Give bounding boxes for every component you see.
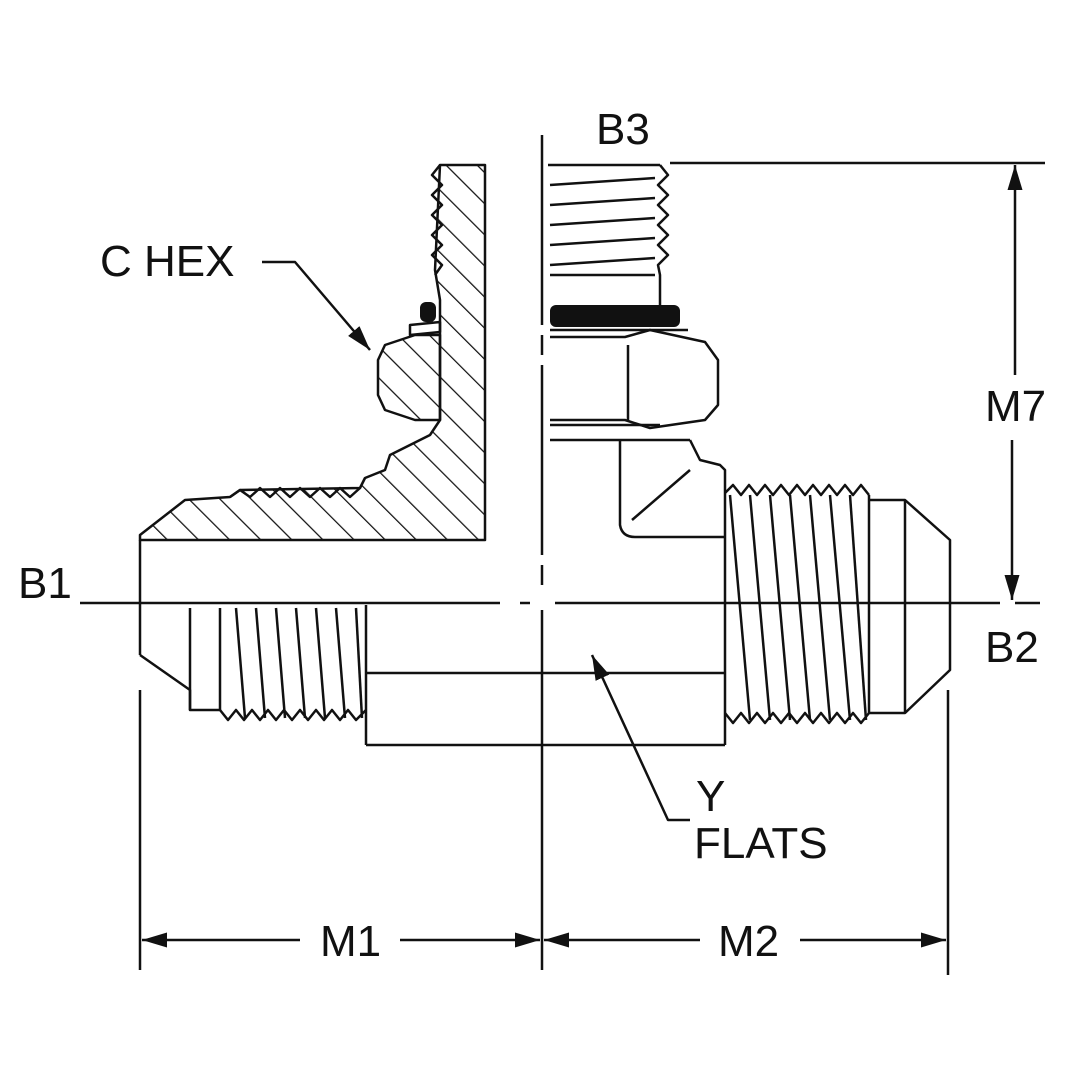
- label-c-hex: C HEX: [100, 237, 235, 286]
- center-body-flats: [364, 545, 727, 747]
- right-branch-exterior: [548, 163, 727, 545]
- label-b3: B3: [596, 105, 650, 154]
- label-y: Y: [696, 772, 726, 821]
- right-thread: [724, 483, 952, 725]
- label-b2: B2: [985, 623, 1039, 672]
- label-m2: M2: [718, 917, 780, 966]
- label-b1: B1: [18, 559, 72, 608]
- label-m7: M7: [985, 382, 1047, 431]
- y-flats-leader: [590, 654, 690, 822]
- label-m1: M1: [320, 917, 382, 966]
- left-thread: [218, 607, 367, 722]
- left-flare: [139, 653, 220, 712]
- left-section-body: [138, 163, 487, 542]
- label-flats: FLATS: [694, 819, 828, 868]
- c-hex-leader: [262, 260, 371, 351]
